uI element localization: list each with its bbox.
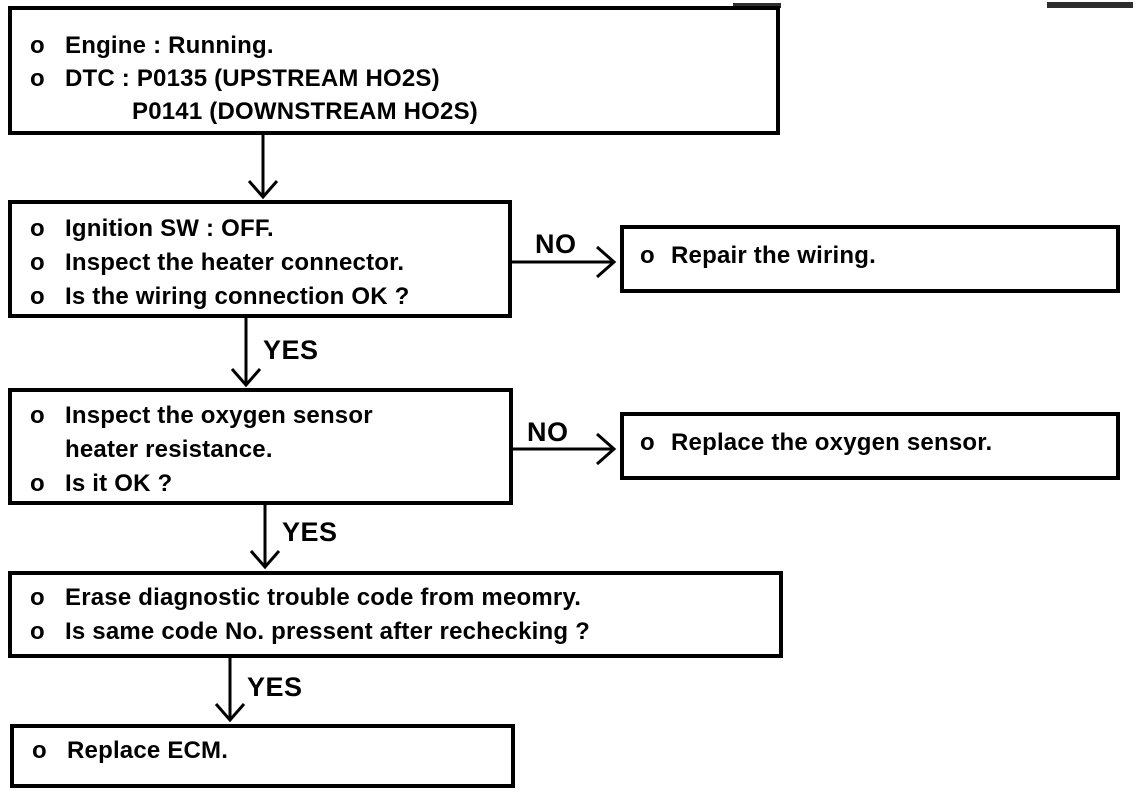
bullet: o: [30, 32, 45, 59]
bullet: o: [30, 215, 45, 242]
box-line: o Ignition SW : OFF.: [30, 212, 508, 246]
bullet: o: [30, 249, 45, 276]
box-text-line: Repair the wiring.: [671, 242, 876, 269]
flow-box-replace-sensor: o Replace the oxygen sensor.: [620, 412, 1120, 480]
bullet: o: [30, 402, 45, 429]
box-line: o Engine : Running.: [30, 29, 776, 62]
edge-label-no-2: NO: [527, 417, 569, 447]
scan-artifact: [1047, 2, 1133, 8]
flow-box-replace-ecm: o Replace ECM.: [10, 724, 515, 788]
box-text-line: Engine : Running.: [65, 32, 274, 59]
flow-box-erase-dtc: o Erase diagnostic trouble code from meo…: [8, 571, 783, 658]
box-text-line: Erase diagnostic trouble code from meomr…: [65, 584, 582, 611]
box-line: o Is same code No. pressent after rechec…: [30, 615, 779, 649]
flow-box-check-resistance: o Inspect the oxygen sensor heater resis…: [8, 388, 513, 505]
edge-label-yes-2: YES: [282, 517, 338, 547]
box-text-line: Inspect the oxygen sensor: [65, 402, 373, 429]
connector-erase-to-ecm-yes: [214, 658, 246, 723]
box-line: o Is it OK ?: [30, 467, 509, 501]
box-line: o Repair the wiring.: [640, 242, 1116, 270]
box-text-line: Is same code No. pressent after rechecki…: [65, 618, 590, 645]
bullet: o: [30, 618, 45, 645]
box-line: o Replace the oxygen sensor.: [640, 429, 1116, 457]
flow-box-start: o Engine : Running. o DTC : P0135 (UPSTR…: [8, 6, 780, 135]
connector-start-to-check-wiring: [247, 135, 279, 200]
bullet: o: [30, 470, 45, 497]
flow-box-check-wiring: o Ignition SW : OFF. o Inspect the heate…: [8, 200, 512, 318]
bullet: o: [640, 429, 655, 456]
edge-label-yes-3: YES: [247, 672, 303, 702]
box-line: o Erase diagnostic trouble code from meo…: [30, 581, 779, 615]
bullet: o: [640, 242, 655, 269]
edge-label-no-1: NO: [535, 229, 577, 259]
box-text-line: DTC : P0135 (UPSTREAM HO2S): [65, 65, 440, 92]
box-text-line: Replace the oxygen sensor.: [671, 429, 993, 456]
bullet: o: [30, 584, 45, 611]
box-line: heater resistance.: [30, 433, 509, 467]
box-text-line: Is it OK ?: [65, 470, 173, 497]
box-line: o Replace ECM.: [32, 737, 511, 765]
connector-check-resistance-to-erase-yes: [249, 505, 281, 570]
box-line: o Is the wiring connection OK ?: [30, 280, 508, 314]
flow-box-repair-wiring: o Repair the wiring.: [620, 225, 1120, 293]
box-text-line: P0141 (DOWNSTREAM HO2S): [132, 98, 478, 125]
box-line: P0141 (DOWNSTREAM HO2S): [30, 95, 776, 128]
box-line: o Inspect the heater connector.: [30, 246, 508, 280]
scan-artifact: [733, 3, 781, 8]
edge-label-yes-1: YES: [263, 335, 319, 365]
box-line: o DTC : P0135 (UPSTREAM HO2S): [30, 62, 776, 95]
bullet: o: [30, 283, 45, 310]
bullet: o: [30, 65, 45, 92]
box-text-line: Ignition SW : OFF.: [65, 215, 274, 242]
box-text-line: heater resistance.: [65, 436, 273, 463]
bullet: o: [32, 737, 47, 764]
box-line: o Inspect the oxygen sensor: [30, 399, 509, 433]
box-text-line: Replace ECM.: [67, 737, 229, 764]
connector-check-wiring-to-check-resistance-yes: [230, 318, 262, 388]
box-text-line: Inspect the heater connector.: [65, 249, 405, 276]
box-text-line: Is the wiring connection OK ?: [65, 283, 410, 310]
